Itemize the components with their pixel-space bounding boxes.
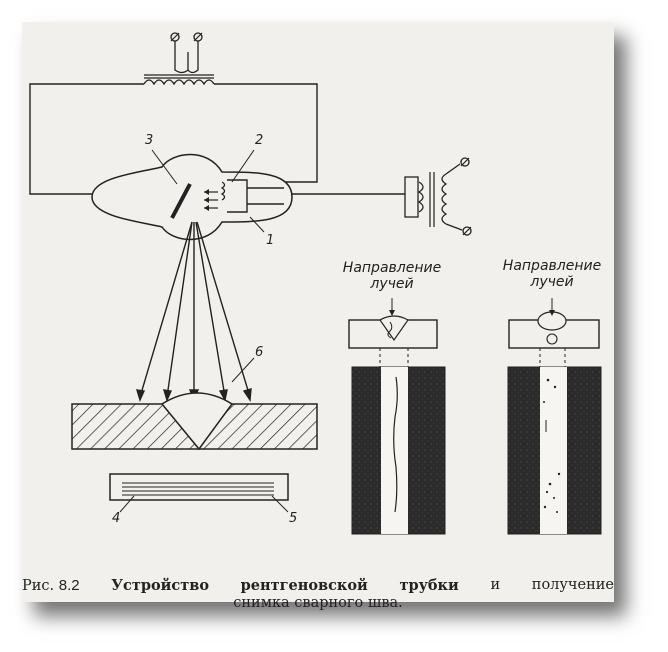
radiograph-crack <box>348 298 446 535</box>
label-5: 5 <box>289 511 297 526</box>
film-cassette <box>109 473 289 513</box>
ray-direction-left-line2: лучей <box>369 276 413 292</box>
caption-word-1: Устройство <box>111 577 209 594</box>
heater-transformer <box>143 74 215 86</box>
label-2: 2 <box>255 133 263 148</box>
hv-transformer <box>404 157 472 236</box>
label-1: 1 <box>266 233 274 248</box>
caption-word-5: получение <box>531 577 614 593</box>
leader-lines <box>151 149 265 233</box>
figure-number: 8.2 <box>58 577 80 594</box>
xray-tube <box>91 153 293 241</box>
caption-word-2: рентгеновской <box>240 577 368 594</box>
figure-caption: Рис. 8.2 Устройство рентгеновской трубки… <box>22 577 614 612</box>
caption-line-2: снимка сварного шва. <box>233 595 403 611</box>
xray-beams <box>136 221 252 403</box>
ray-direction-right-line1: Направление <box>503 258 601 274</box>
figure-sheet: 3 2 1 6 4 5 Направление лучей Направлени… <box>22 22 614 611</box>
circuit-wires <box>29 83 407 195</box>
caption-prefix: Рис. 8.2 <box>22 577 80 594</box>
caption-word-3: трубки <box>399 577 459 594</box>
label-3: 3 <box>145 133 153 148</box>
label-6: 6 <box>255 345 263 360</box>
radiograph-pores <box>507 298 602 535</box>
ray-direction-left-line1: Направление <box>343 260 441 276</box>
ray-direction-right-line2: лучей <box>529 274 573 290</box>
label-4: 4 <box>112 511 120 526</box>
caption-word-4: и <box>490 577 501 593</box>
welded-plate <box>71 357 318 451</box>
top-terminals <box>170 32 203 74</box>
caption-line-1: Рис. 8.2 Устройство рентгеновской трубки… <box>22 577 614 595</box>
diagram: 3 2 1 6 4 5 Направление лучей Направлени… <box>29 32 602 535</box>
